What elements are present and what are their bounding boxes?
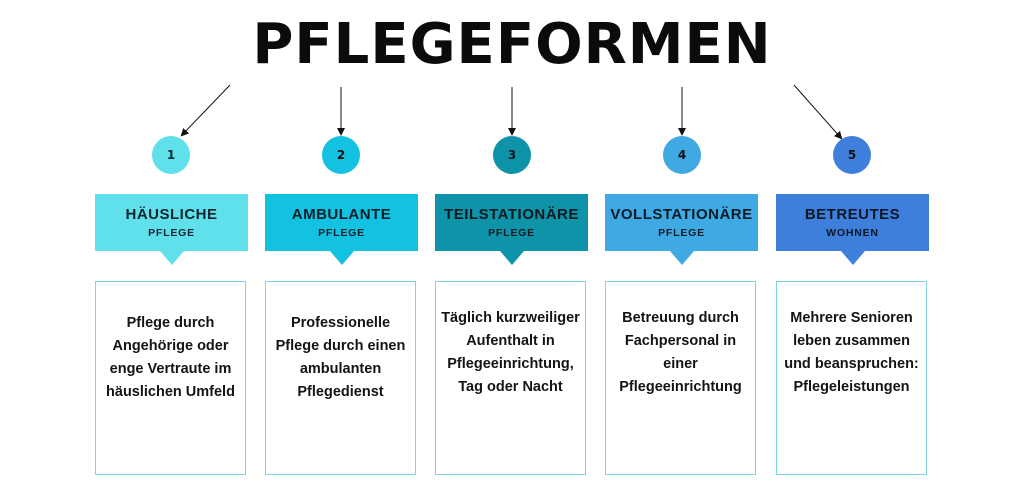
step-description-2: Professionelle Pflege durch einen ambula…: [265, 281, 416, 475]
step-label-main-5: BETREUTES: [804, 205, 901, 223]
step-number-1: 1: [152, 136, 190, 174]
step-label-3: TEILSTATIONÄRE PFLEGE: [435, 194, 588, 251]
step-description-text-5: Mehrere Senioren leben zusammen und bean…: [784, 310, 919, 395]
step-description-4: Betreuung durch Fachpersonal in einer Pf…: [605, 281, 756, 475]
step-label-sub-4: PFLEGE: [658, 226, 705, 239]
step-label-main-4: VOLLSTATIONÄRE: [610, 205, 753, 223]
step-label-sub-1: PFLEGE: [148, 226, 195, 239]
step-description-text-4: Betreuung durch Fachpersonal in einer Pf…: [619, 310, 742, 395]
step-description-text-1: Pflege durch Angehörige oder enge Vertra…: [106, 315, 235, 400]
step-label-5: BETREUTES WOHNEN: [776, 194, 929, 251]
step-label-4: VOLLSTATIONÄRE PFLEGE: [605, 194, 758, 251]
step-number-3: 3: [493, 136, 531, 174]
page-title: PFLEGEFORMEN: [252, 12, 772, 77]
step-label-main-3: TEILSTATIONÄRE: [444, 205, 579, 223]
arrow-1: [180, 84, 231, 137]
step-number-2: 2: [322, 136, 360, 174]
step-number-5: 5: [833, 136, 871, 174]
step-description-1: Pflege durch Angehörige oder enge Vertra…: [95, 281, 246, 475]
step-label-sub-2: PFLEGE: [318, 226, 365, 239]
step-label-main-1: HÄUSLICHE: [125, 205, 218, 223]
step-number-4: 4: [663, 136, 701, 174]
step-label-sub-5: WOHNEN: [826, 226, 879, 239]
arrow-5: [793, 84, 843, 140]
step-description-5: Mehrere Senioren leben zusammen und bean…: [776, 281, 927, 475]
step-description-text-2: Professionelle Pflege durch einen ambula…: [275, 315, 406, 400]
step-label-1: HÄUSLICHE PFLEGE: [95, 194, 248, 251]
step-label-2: AMBULANTE PFLEGE: [265, 194, 418, 251]
step-label-main-2: AMBULANTE: [291, 205, 392, 223]
step-description-3: Täglich kurzweiliger Aufenthalt in Pfleg…: [435, 281, 586, 475]
step-description-text-3: Täglich kurzweiliger Aufenthalt in Pfleg…: [441, 310, 580, 395]
step-label-sub-3: PFLEGE: [488, 226, 535, 239]
